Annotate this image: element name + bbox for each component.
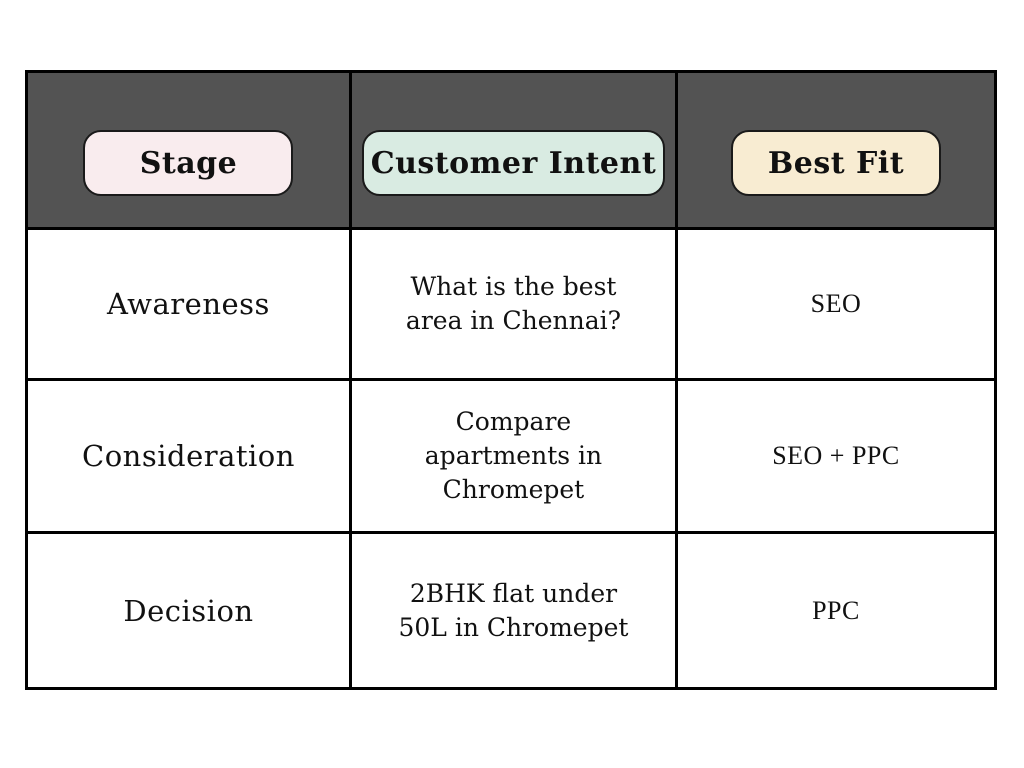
stage-value: Consideration — [82, 439, 295, 473]
table-cell-intent-decision: 2BHK flat under 50L in Chromepet — [351, 534, 675, 687]
table-cell-stage-awareness: Awareness — [28, 230, 349, 378]
customer-intent-header-pill: Customer Intent — [361, 130, 665, 196]
stage-header-label: Stage — [139, 145, 238, 181]
table-cell-intent-consideration: Compare apartments in Chromepet — [351, 381, 675, 531]
intent-value: What is the best area in Chennai? — [405, 272, 621, 335]
best-fit-value: SEO — [810, 289, 862, 318]
comparison-table: Stage Customer Intent Best Fit Awareness… — [25, 70, 997, 690]
intent-value: Compare apartments in Chromepet — [424, 407, 603, 504]
header-cell-best-fit: Best Fit — [677, 73, 994, 227]
table-cell-stage-consideration: Consideration — [28, 381, 349, 531]
best-fit-value: SEO + PPC — [772, 441, 900, 470]
intent-value: 2BHK flat under 50L in Chromepet — [398, 578, 629, 642]
stage-value: Decision — [123, 593, 254, 628]
stage-header-pill: Stage — [83, 130, 294, 196]
best-fit-header-label: Best Fit — [767, 145, 905, 181]
header-cell-customer-intent: Customer Intent — [351, 73, 675, 227]
best-fit-header-pill: Best Fit — [730, 130, 941, 196]
table-cell-bestfit-awareness: SEO — [677, 230, 994, 378]
best-fit-value: PPC — [812, 595, 860, 625]
header-cell-stage: Stage — [28, 73, 349, 227]
table-cell-bestfit-decision: PPC — [677, 534, 994, 687]
table-cell-stage-decision: Decision — [28, 534, 349, 687]
stage-value: Awareness — [107, 287, 270, 321]
customer-intent-header-label: Customer Intent — [370, 145, 657, 181]
table-cell-intent-awareness: What is the best area in Chennai? — [351, 230, 675, 378]
table-cell-bestfit-consideration: SEO + PPC — [677, 381, 994, 531]
